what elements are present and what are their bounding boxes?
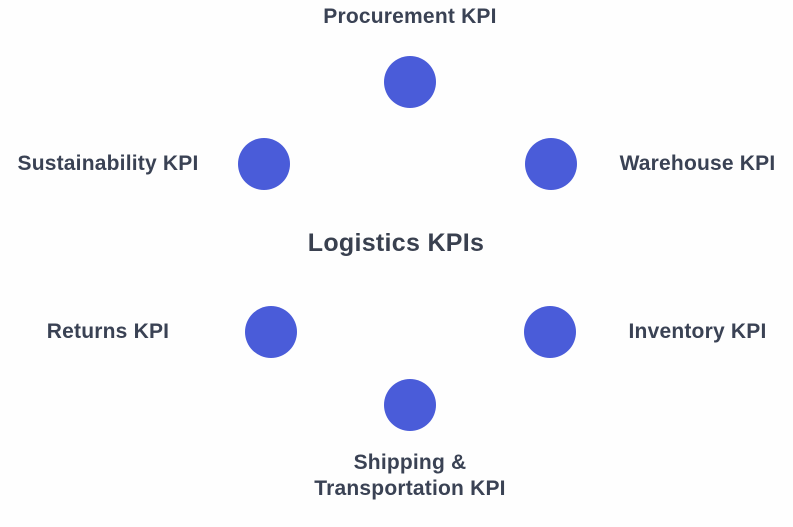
procurement-node-dot — [384, 56, 436, 108]
label-procurement-kpi: Procurement KPI — [323, 5, 497, 28]
shipping-node-dot — [384, 379, 436, 431]
label-shipping-transportation-kpi: Shipping & Transportation KPI — [314, 451, 506, 501]
sustainability-node-dot — [238, 138, 290, 190]
label-sustainability-kpi: Sustainability KPI — [17, 152, 199, 175]
diagram-center-title: Logistics KPIs — [307, 229, 485, 257]
label-inventory-kpi: Inventory KPI — [628, 320, 767, 343]
inventory-node-dot — [524, 306, 576, 358]
warehouse-node-dot — [525, 138, 577, 190]
returns-node-dot — [245, 306, 297, 358]
label-warehouse-kpi: Warehouse KPI — [619, 152, 776, 175]
label-returns-kpi: Returns KPI — [46, 320, 170, 343]
